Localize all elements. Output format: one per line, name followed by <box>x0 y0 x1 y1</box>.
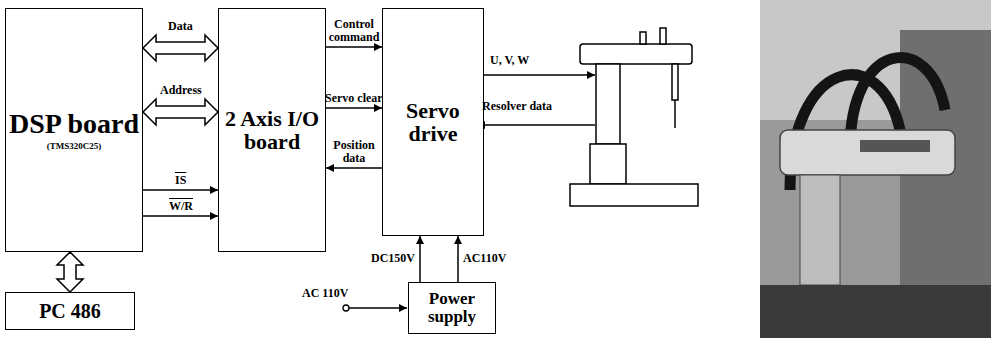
signal-arrow <box>326 107 382 109</box>
bus-arrow <box>143 35 218 61</box>
motor-wire <box>477 74 595 76</box>
signal-label: IS <box>175 174 186 187</box>
signal-arrow <box>457 236 459 282</box>
signal-label: AC110V <box>463 252 506 265</box>
terminal-dot <box>343 305 349 311</box>
bus-arrow <box>57 252 83 292</box>
signal-label: Resolver data <box>482 100 552 113</box>
signal-label: Data <box>168 20 193 33</box>
signal-label: Position data <box>325 139 383 165</box>
block-title: PC 486 <box>39 301 101 322</box>
scara-robot-drawing <box>570 28 698 206</box>
signal-label: W/R <box>169 200 193 213</box>
resolver-wire <box>477 124 595 126</box>
signal-label: Servo clear <box>325 92 383 105</box>
block-box: DSP board (TMS320C25) <box>5 8 143 252</box>
signal-arrow <box>143 189 218 191</box>
signal-label: AC 110V <box>302 287 348 300</box>
block-title: Power supply <box>409 290 495 326</box>
block-title: 2 Axis I/O board <box>219 107 325 153</box>
signal-arrow <box>143 215 218 217</box>
block-box: Power supply <box>408 282 496 334</box>
block-box: 2 Axis I/O board <box>218 8 326 252</box>
block-box: Servo drive <box>382 8 484 236</box>
signal-arrow <box>419 236 421 282</box>
robot-photo <box>760 0 991 338</box>
ac-input-wire <box>349 307 407 309</box>
signal-label: U, V, W <box>490 54 529 67</box>
signal-arrow <box>326 167 382 169</box>
block-title: Servo drive <box>383 99 483 145</box>
signal-arrow <box>326 46 382 48</box>
bus-arrow <box>143 99 218 125</box>
signal-label: DC150V <box>371 252 415 265</box>
block-box: PC 486 <box>5 292 135 330</box>
signal-label: Address <box>160 84 202 97</box>
block-title: DSP board <box>9 109 139 138</box>
block-subtitle: (TMS320C25) <box>47 142 102 151</box>
signal-label: Control command <box>323 18 385 44</box>
